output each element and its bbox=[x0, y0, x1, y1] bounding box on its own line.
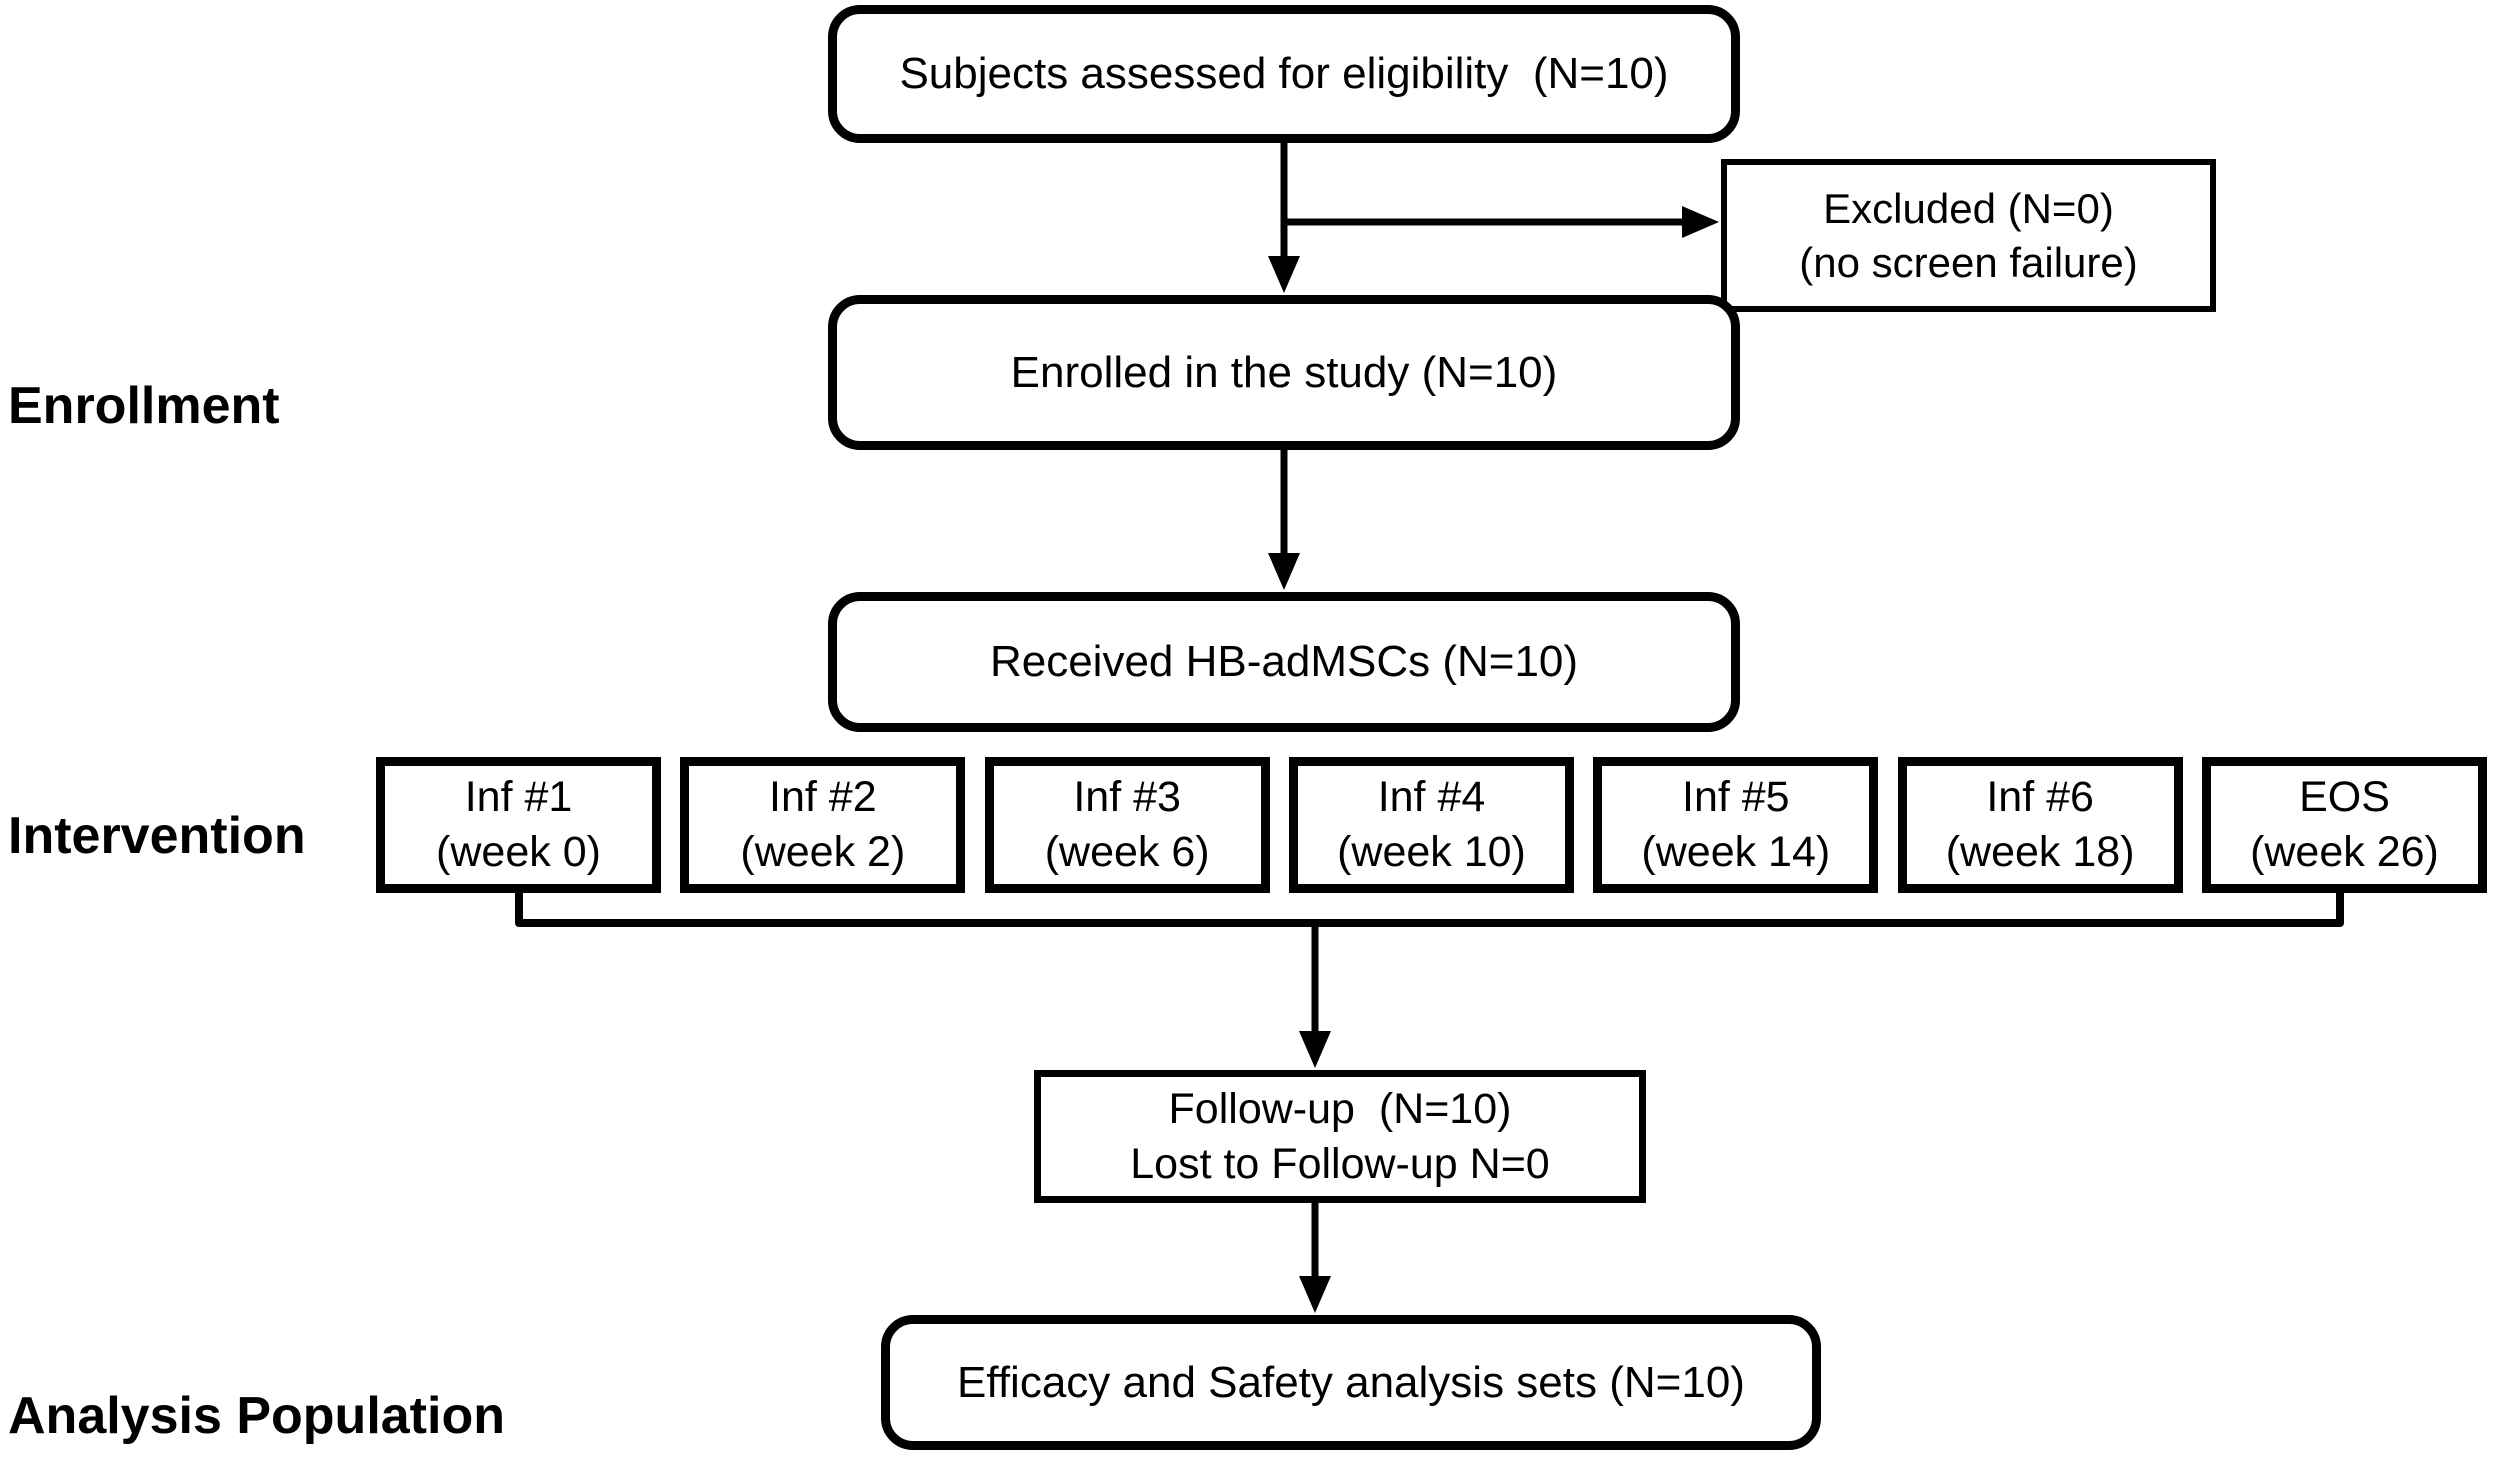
box-received-text: Received HB-adMSCs (N=10) bbox=[989, 637, 1579, 686]
infusion-3-week: (week 6) bbox=[1044, 828, 1210, 876]
infusion-3-label: Inf #3 bbox=[1073, 773, 1181, 821]
stage-label-enrollment: Enrollment bbox=[8, 377, 280, 435]
box-infusion-1: Inf #1 (week 0) bbox=[376, 757, 661, 893]
box-infusion-5: Inf #5 (week 14) bbox=[1593, 757, 1879, 893]
box-analysis-sets-text: Efficacy and Safety analysis sets (N=10) bbox=[957, 1357, 1745, 1407]
intervention-row: Inf #1 (week 0) Inf #2 (week 2) Inf #3 (… bbox=[376, 757, 2487, 893]
box-infusion-6: Inf #6 (week 18) bbox=[1897, 757, 2183, 893]
stage-label-analysis-population: Analysis Population bbox=[8, 1387, 505, 1445]
box-enrolled: Enrolled in the study (N=10) bbox=[828, 295, 1740, 450]
infusion-6-label: Inf #6 bbox=[1986, 773, 2094, 821]
box-infusion-3: Inf #3 (week 6) bbox=[984, 757, 1270, 893]
box-excluded-line2: (no screen failure) bbox=[1799, 238, 2138, 286]
infusion-4-week: (week 10) bbox=[1337, 828, 1526, 876]
box-eligibility: Subjects assessed for eligibility (N=10) bbox=[828, 5, 1740, 143]
infusion-2-week: (week 2) bbox=[740, 828, 906, 876]
box-followup-line2: Lost to Follow-up N=0 bbox=[1130, 1139, 1550, 1188]
stage-label-intervention: Intervention bbox=[8, 807, 306, 865]
infusion-1-week: (week 0) bbox=[436, 828, 601, 876]
box-infusion-4: Inf #4 (week 10) bbox=[1288, 757, 1574, 893]
infusion-5-label: Inf #5 bbox=[1682, 773, 1790, 821]
box-enrolled-text: Enrolled in the study (N=10) bbox=[1010, 347, 1558, 397]
box-infusion-2: Inf #2 (week 2) bbox=[680, 757, 966, 893]
box-analysis-sets: Efficacy and Safety analysis sets (N=10) bbox=[881, 1315, 1821, 1450]
box-followup-line1: Follow-up (N=10) bbox=[1168, 1084, 1512, 1133]
infusion-1-label: Inf #1 bbox=[464, 773, 573, 821]
end-of-study-label: EOS bbox=[2299, 773, 2390, 821]
end-of-study-week: (week 26) bbox=[2250, 828, 2439, 876]
box-followup: Follow-up (N=10) Lost to Follow-up N=0 bbox=[1034, 1070, 1646, 1203]
infusion-2-label: Inf #2 bbox=[769, 773, 877, 821]
box-excluded-line1: Excluded (N=0) bbox=[1823, 184, 2114, 232]
box-end-of-study: EOS (week 26) bbox=[2201, 757, 2487, 893]
box-received: Received HB-adMSCs (N=10) bbox=[828, 592, 1740, 732]
infusion-5-week: (week 14) bbox=[1641, 828, 1831, 876]
box-excluded: Excluded (N=0) (no screen failure) bbox=[1721, 159, 2216, 312]
infusion-6-week: (week 18) bbox=[1945, 828, 2135, 876]
box-eligibility-text: Subjects assessed for eligibility (N=10) bbox=[899, 49, 1669, 98]
infusion-4-label: Inf #4 bbox=[1377, 773, 1486, 821]
